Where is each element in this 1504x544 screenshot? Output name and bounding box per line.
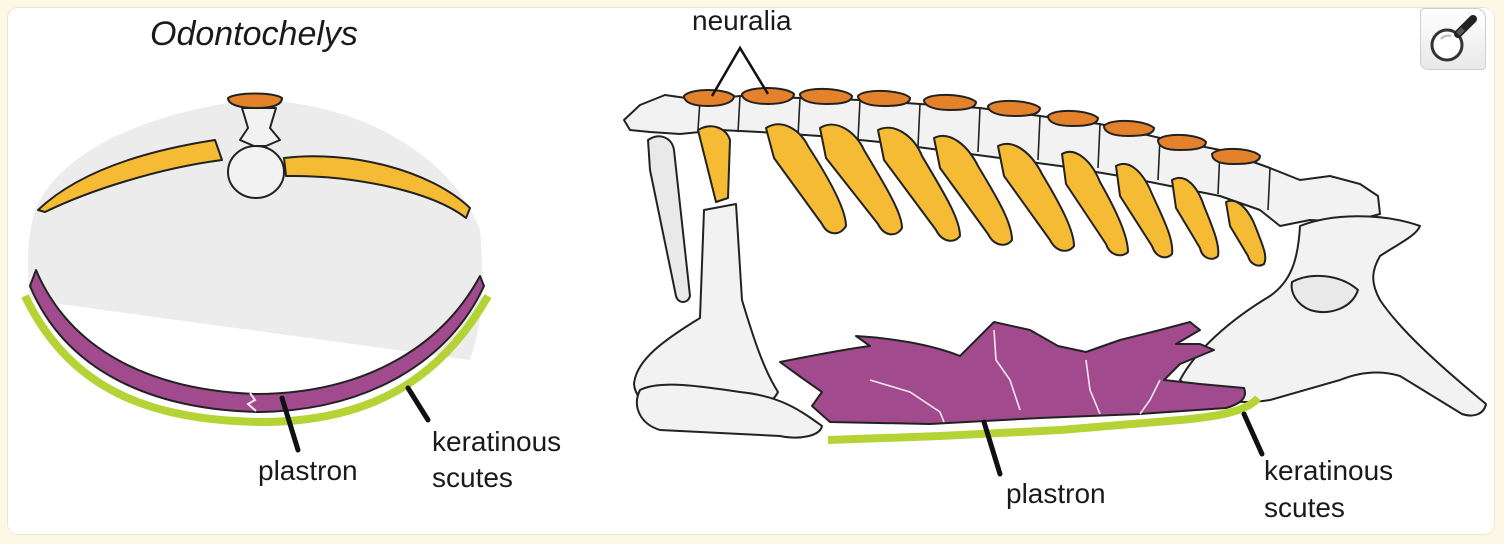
pelvis xyxy=(1179,215,1487,417)
pointer-neuralia xyxy=(710,45,770,97)
coracoid xyxy=(635,383,823,439)
vertebra-centrum xyxy=(227,145,285,199)
figure-title: Odontochelys xyxy=(150,15,358,53)
label-keratinous-left: keratinous xyxy=(432,426,561,457)
keratinous-scutes-right xyxy=(827,395,1262,444)
vertebra-arch xyxy=(239,107,281,147)
rib-left-a xyxy=(37,139,223,213)
label-keratinous-right: keratinous xyxy=(1264,455,1393,486)
plastron-left xyxy=(29,269,485,413)
plastron-right xyxy=(779,321,1246,425)
label-scutes-right: scutes xyxy=(1264,492,1345,523)
plastron-sutures xyxy=(869,329,1161,423)
pointer-scutes-right xyxy=(1241,411,1265,457)
pointer-plastron-left xyxy=(279,395,301,453)
neuralia-plates xyxy=(682,87,1262,166)
label-neuralia: neuralia xyxy=(692,5,792,36)
rib-left-b xyxy=(283,155,471,219)
keratinous-scutes-left xyxy=(21,294,492,427)
magnifier-icon xyxy=(1430,15,1477,62)
scapula xyxy=(647,135,691,303)
label-plastron-right: plastron xyxy=(1006,478,1106,509)
neural-plate-left xyxy=(226,92,284,110)
ribs xyxy=(697,123,1267,267)
cross-section: Odontochelys plastron keratinous scutes xyxy=(21,15,561,493)
label-scutes-left: scutes xyxy=(432,462,513,493)
plastron-suture-left xyxy=(246,392,257,412)
vertebra-divisions xyxy=(697,95,1271,211)
pointer-plastron-right xyxy=(981,419,1003,477)
lateral-skeleton: neuralia plastron keratinous scutes xyxy=(623,5,1487,523)
pelvis-ilium xyxy=(1290,274,1359,313)
zoom-button[interactable] xyxy=(1420,8,1486,70)
pointer-scutes-left xyxy=(405,385,431,423)
label-plastron-left: plastron xyxy=(258,455,358,486)
